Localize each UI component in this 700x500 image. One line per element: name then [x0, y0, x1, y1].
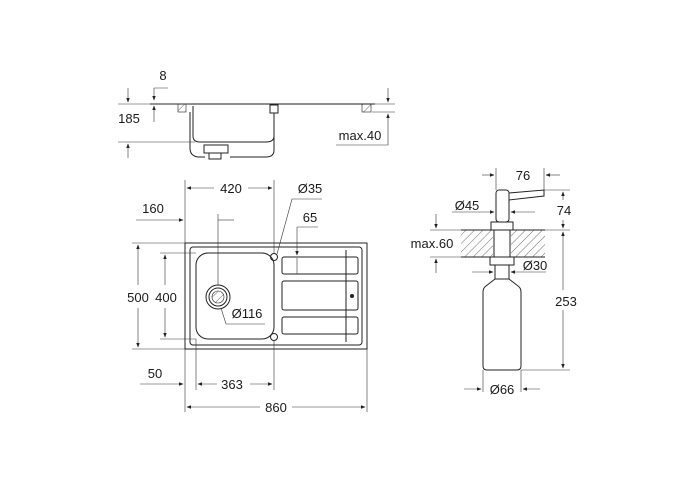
dim-rim-label: 8	[159, 68, 166, 83]
dim-head-label: Ø45	[455, 198, 480, 213]
dim-height-bowl-label: 400	[155, 290, 177, 305]
dim-total-width-label: 860	[265, 400, 287, 415]
soap-dispenser-view: 76 Ø45 74 253 max.60 Ø30 Ø66	[411, 168, 577, 397]
sink-side-view: 8 185 max.40	[118, 68, 395, 160]
dim-depth-label: 185	[118, 111, 140, 126]
dim-bowl-width-label: 420	[220, 181, 242, 196]
dim-offset-label: 160	[142, 201, 164, 216]
dim-drain-label: Ø116	[232, 306, 263, 321]
dim-bowl-inner-label: 363	[221, 377, 243, 392]
dim-spout-label: 76	[516, 168, 530, 183]
dim-tap-offset-label: 65	[303, 210, 317, 225]
dim-height-outer-label: 500	[127, 290, 149, 305]
dim-tap-hole-label: Ø35	[298, 181, 323, 196]
dim-counter-label: max.40	[339, 128, 382, 143]
sink-plan-view: 420 160 Ø35 65 500 400 Ø116 50	[127, 180, 368, 415]
dim-total-height-label: 253	[555, 294, 577, 309]
dim-counter-label: max.60	[411, 236, 454, 251]
dim-bottle-label: Ø66	[490, 382, 515, 397]
dim-edge-label: 50	[148, 366, 162, 381]
dim-head-height-label: 74	[557, 203, 571, 218]
dim-hole-label: Ø30	[523, 258, 548, 273]
